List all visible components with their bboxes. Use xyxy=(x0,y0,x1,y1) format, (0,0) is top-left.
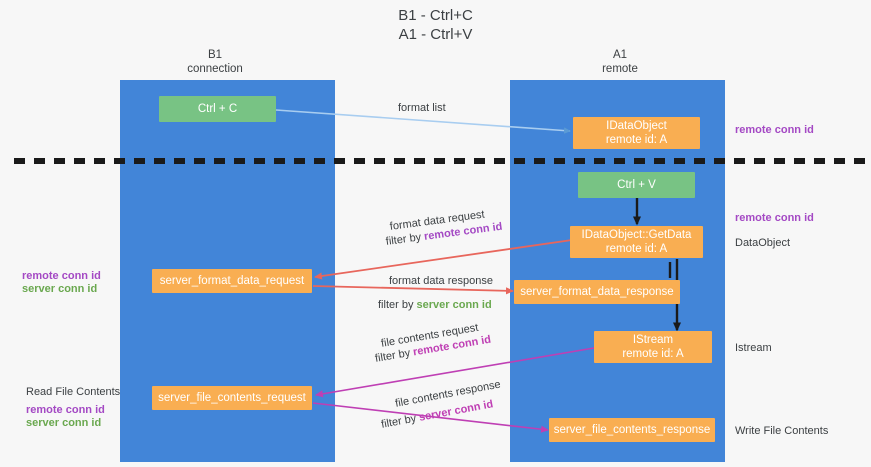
node-server-format-data-request-label: server_format_data_request xyxy=(159,275,305,287)
node-ctrl-c[interactable]: Ctrl + C xyxy=(159,96,276,122)
node-server-file-contents-request-label: server_file_contents_request xyxy=(158,392,306,404)
filter-prefix-2: filter by xyxy=(378,299,417,311)
annotation-left-remote-conn-id-bottom: remote conn id xyxy=(26,404,105,416)
column-header-b1-name: B1 xyxy=(207,49,223,61)
annotation-left-remote-conn-id-mid: remote conn id xyxy=(22,270,101,282)
node-getdata-label: IDataObject::GetData xyxy=(581,229,692,241)
edge-label-format-list: format list xyxy=(398,102,446,114)
annotation-read-file-contents: Read File Contents xyxy=(26,386,121,398)
node-ctrl-v-label: Ctrl + V xyxy=(617,179,656,191)
annotation-left-server-conn-id-mid: server conn id xyxy=(22,283,98,295)
annotation-remote-conn-id-top: remote conn id xyxy=(735,124,814,136)
node-istream-label: IStream xyxy=(632,334,674,346)
page-title-line-2: A1 - Ctrl+V xyxy=(398,26,473,43)
annotation-istream: Istream xyxy=(735,342,772,354)
filter-key-server-conn-id-1: server conn id xyxy=(416,299,492,311)
node-server-file-contents-response[interactable]: server_file_contents_response xyxy=(549,418,715,442)
annotation-left-server-conn-id-bottom: server conn id xyxy=(26,417,102,429)
annotation-dataobject: DataObject xyxy=(735,237,791,249)
node-istream[interactable]: IStream remote id: A xyxy=(594,331,712,363)
page-title-line-1: B1 - Ctrl+C xyxy=(398,7,473,24)
edge-label-format-data-response: format data response xyxy=(389,275,493,287)
page-title: B1 - Ctrl+C A1 - Ctrl+V xyxy=(0,6,871,44)
node-server-file-contents-request[interactable]: server_file_contents_request xyxy=(152,386,312,410)
node-ctrl-c-label: Ctrl + C xyxy=(197,103,238,115)
node-getdata-remote-id: remote id: A xyxy=(605,243,668,255)
node-ctrl-v[interactable]: Ctrl + V xyxy=(578,172,695,198)
node-server-format-data-request[interactable]: server_format_data_request xyxy=(152,269,312,293)
column-header-a1-name: A1 xyxy=(612,49,628,61)
node-idataobject-label: IDataObject xyxy=(606,120,667,132)
column-header-b1: B1 connection xyxy=(155,48,275,76)
annotation-remote-conn-id-mid: remote conn id xyxy=(735,212,814,224)
node-idataobject[interactable]: IDataObject remote id: A xyxy=(573,117,700,149)
node-server-format-data-response-label: server_format_data_response xyxy=(520,286,674,298)
column-header-a1-role: remote xyxy=(602,63,638,75)
filter-prefix-1: filter by xyxy=(385,230,425,248)
node-server-file-contents-response-label: server_file_contents_response xyxy=(553,424,711,436)
node-server-format-data-response[interactable]: server_format_data_response xyxy=(514,280,680,304)
node-istream-remote-id: remote id: A xyxy=(622,348,684,360)
annotation-write-file-contents: Write File Contents xyxy=(735,425,829,437)
column-header-b1-role: connection xyxy=(187,63,243,75)
edge-label-format-data-response-filter: filter by server conn id xyxy=(378,298,492,312)
node-idataobject-getdata[interactable]: IDataObject::GetData remote id: A xyxy=(570,226,703,258)
filter-prefix-4: filter by xyxy=(380,411,421,431)
node-idataobject-remote-id: remote id: A xyxy=(605,134,668,146)
column-header-a1: A1 remote xyxy=(560,48,680,76)
